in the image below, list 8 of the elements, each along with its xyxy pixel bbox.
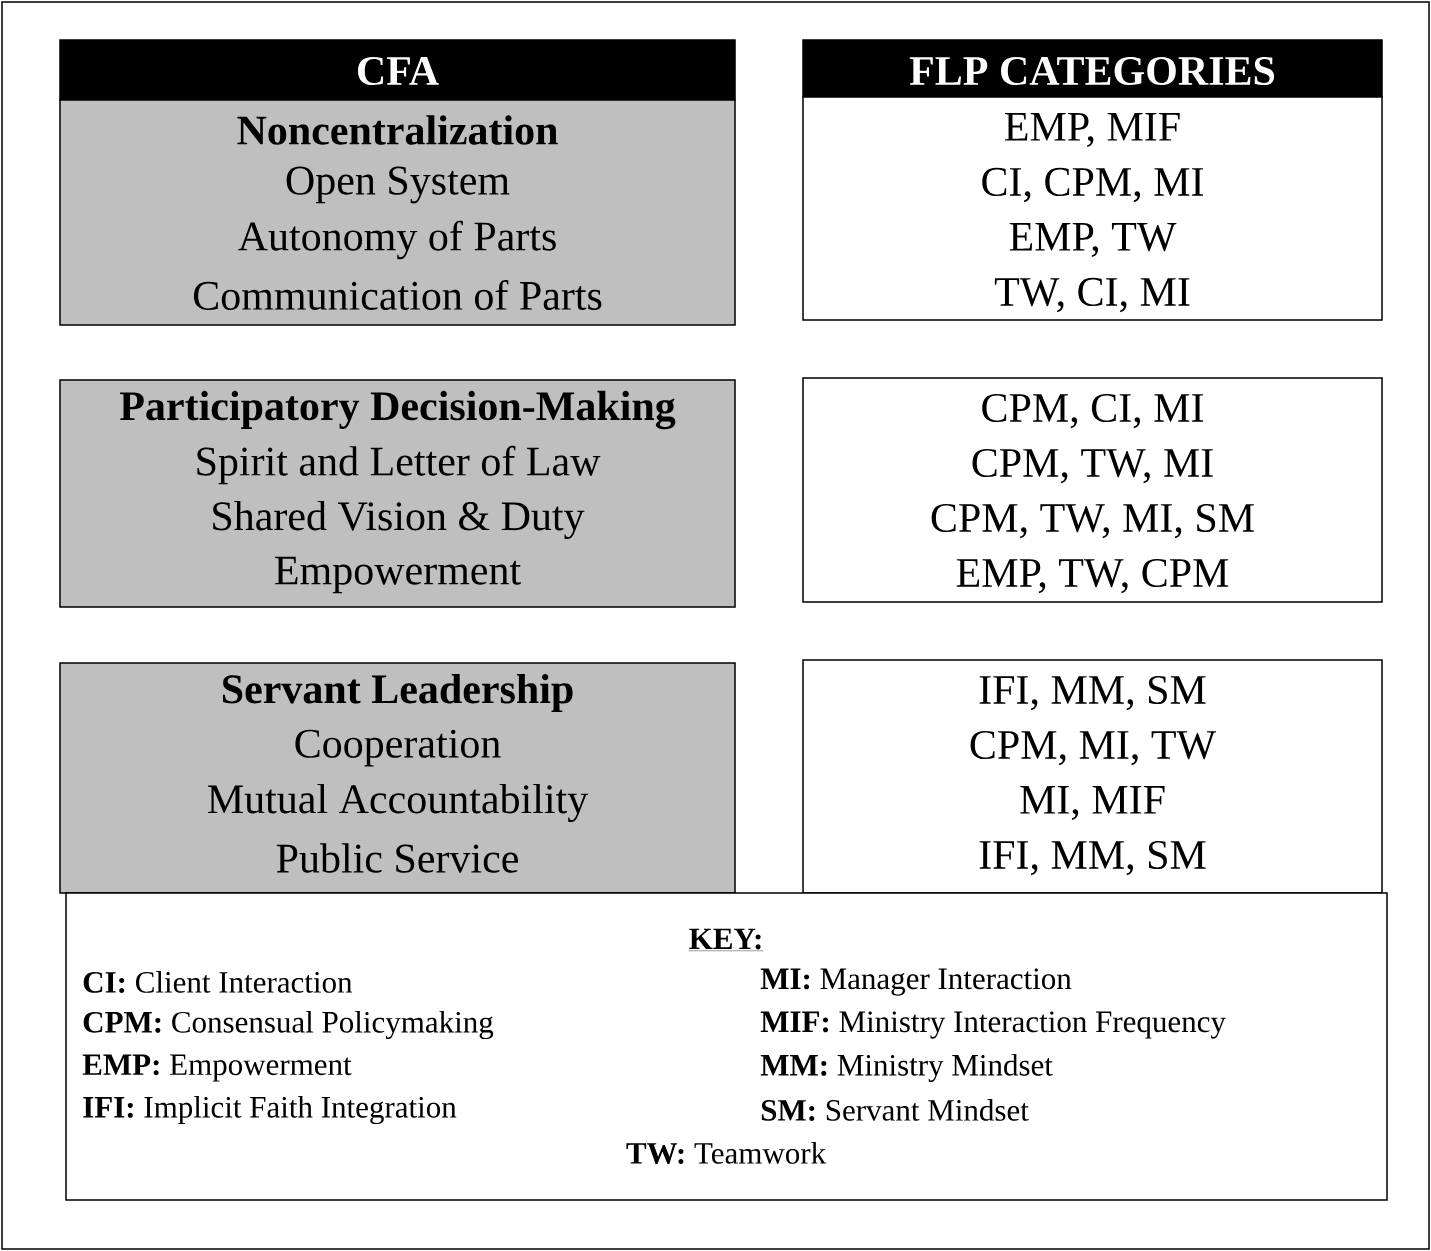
category-box: Noncentralization Open System Autonomy of Parts Communication of Parts xyxy=(59,99,736,326)
category-box: CPM, CI, MI CPM, TW, MI CPM, TW, MI, SM EMP, TW, CPM xyxy=(802,377,1383,603)
category-box: Participatory Decision-Making Spirit and Letter of Law Shared Vision & Duty Empowerment xyxy=(59,379,736,608)
category-box: EMP, MIF CI, CPM, MI EMP, TW TW, CI, MI xyxy=(802,96,1383,321)
category-box: Servant Leadership Cooperation Mutual Accountability Public Service xyxy=(59,662,736,894)
category-box: IFI, MM, SM CPM, MI, TW MI, MIF IFI, MM, SM xyxy=(802,659,1383,894)
header-bar: CFA xyxy=(59,39,736,101)
header-bar: FLP CATEGORIES xyxy=(802,39,1383,98)
